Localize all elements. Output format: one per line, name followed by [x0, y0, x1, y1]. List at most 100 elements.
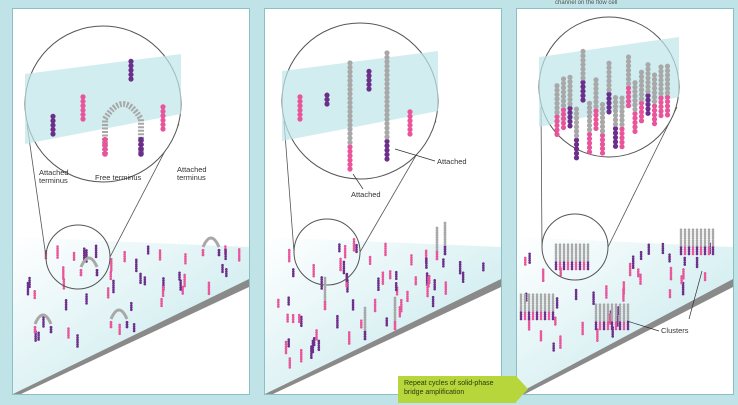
- nucleotide-dot: [544, 296, 547, 299]
- nucleotide-dot: [696, 248, 699, 251]
- nucleotide-dot: [528, 324, 531, 327]
- nucleotide-dot: [183, 278, 186, 281]
- nucleotide-dot: [76, 336, 79, 339]
- nucleotide-dot: [287, 296, 290, 299]
- nucleotide-dot: [540, 311, 543, 314]
- nucleotide-dot: [548, 309, 551, 312]
- nucleotide-dot: [364, 338, 367, 341]
- nucleotide-dot: [444, 286, 447, 289]
- nucleotide-dot: [583, 248, 586, 251]
- nucleotide-dot: [532, 318, 535, 321]
- nucleotide-dot: [567, 254, 570, 257]
- nucleotide-dot: [107, 294, 110, 297]
- nucleotide-dot: [528, 328, 531, 331]
- nucleotide-dot: [344, 245, 347, 248]
- nucleotide-dot: [324, 284, 327, 287]
- nucleotide-dot: [596, 333, 599, 336]
- nucleotide-dot: [682, 270, 685, 273]
- nucleotide-dot: [135, 259, 138, 262]
- nucleotide-dot: [312, 270, 315, 273]
- nucleotide-dot: [682, 268, 685, 271]
- nucleotide-dot: [85, 295, 88, 298]
- nucleotide-dot: [444, 283, 447, 286]
- nucleotide-dot: [524, 309, 527, 312]
- nucleotide-dot: [433, 279, 436, 282]
- nucleotide-dot: [285, 341, 288, 344]
- nucleotide-dot: [528, 318, 531, 321]
- nucleotide-dot: [658, 69, 663, 74]
- nucleotide-dot: [647, 244, 650, 247]
- nucleotide-dot: [555, 257, 558, 260]
- nucleotide-dot: [147, 245, 150, 248]
- nucleotide-dot: [683, 259, 686, 262]
- nucleotide-dot: [548, 311, 551, 314]
- nucleotide-dot: [444, 253, 447, 256]
- nucleotide-dot: [615, 319, 618, 322]
- nucleotide-dot: [444, 224, 447, 227]
- nucleotide-dot: [627, 314, 630, 317]
- nucleotide-dot: [692, 228, 695, 231]
- nucleotide-dot: [384, 243, 387, 246]
- nucleotide-dot: [536, 298, 539, 301]
- nucleotide-dot: [595, 306, 598, 309]
- nucleotide-dot: [287, 345, 290, 348]
- nucleotide-dot: [554, 118, 559, 123]
- banner-arrow-icon: [516, 376, 528, 402]
- nucleotide-dot: [611, 303, 614, 306]
- nucleotide-dot: [605, 285, 608, 288]
- nucleotide-dot: [619, 325, 622, 328]
- nucleotide-dot: [595, 308, 598, 311]
- nucleotide-dot: [704, 274, 707, 277]
- nucleotide-dot: [542, 277, 545, 280]
- nucleotide-dot: [312, 344, 315, 347]
- nucleotide-dot: [596, 337, 599, 340]
- nucleotide-dot: [410, 263, 413, 266]
- nucleotide-dot: [80, 274, 83, 277]
- nucleotide-dot: [619, 317, 622, 320]
- nucleotide-dot: [382, 282, 385, 285]
- nucleotide-dot: [102, 137, 108, 143]
- nucleotide-dot: [559, 250, 562, 253]
- nucleotide-dot: [623, 317, 626, 320]
- nucleotide-dot: [587, 127, 592, 132]
- nucleotide-dot: [162, 279, 165, 282]
- nucleotide-dot: [524, 298, 527, 301]
- nucleotide-dot: [704, 272, 707, 275]
- nucleotide-dot: [606, 105, 611, 110]
- nucleotide-dot: [540, 318, 543, 321]
- nucleotide-dot: [347, 105, 352, 110]
- nucleotide-dot: [627, 303, 630, 306]
- nucleotide-dot: [592, 291, 595, 294]
- nucleotide-dot: [596, 339, 599, 342]
- nucleotide-dot: [288, 364, 291, 367]
- nucleotide-dot: [347, 60, 352, 65]
- nucleotide-dot: [559, 263, 562, 266]
- nucleotide-dot: [548, 307, 551, 310]
- nucleotide-dot: [384, 254, 387, 257]
- nucleotide-dot: [374, 299, 377, 302]
- nucleotide-dot: [324, 281, 327, 284]
- nucleotide-dot: [637, 270, 640, 273]
- nucleotide-dot: [556, 297, 559, 300]
- nucleotide-dot: [540, 332, 543, 335]
- nucleotide-dot: [444, 288, 447, 291]
- nucleotide-dot: [400, 299, 403, 302]
- nucleotide-dot: [613, 95, 618, 100]
- nucleotide-dot: [238, 248, 241, 251]
- nucleotide-dot: [144, 278, 147, 281]
- nucleotide-dot: [394, 297, 397, 300]
- nucleotide-dot: [85, 300, 88, 303]
- nucleotide-dot: [696, 257, 699, 260]
- nucleotide-dot: [285, 345, 288, 348]
- nucleotide-dot: [346, 288, 349, 291]
- nucleotide-dot: [575, 250, 578, 253]
- nucleotide-dot: [605, 290, 608, 293]
- nucleotide-dot: [581, 330, 584, 333]
- nucleotide-dot: [540, 339, 543, 342]
- nucleotide-dot: [300, 351, 303, 354]
- nucleotide-dot: [532, 315, 535, 318]
- nucleotide-dot: [554, 101, 559, 106]
- nucleotide-dot: [462, 276, 465, 279]
- nucleotide-dot: [532, 300, 535, 303]
- nucleotide-dot: [579, 257, 582, 260]
